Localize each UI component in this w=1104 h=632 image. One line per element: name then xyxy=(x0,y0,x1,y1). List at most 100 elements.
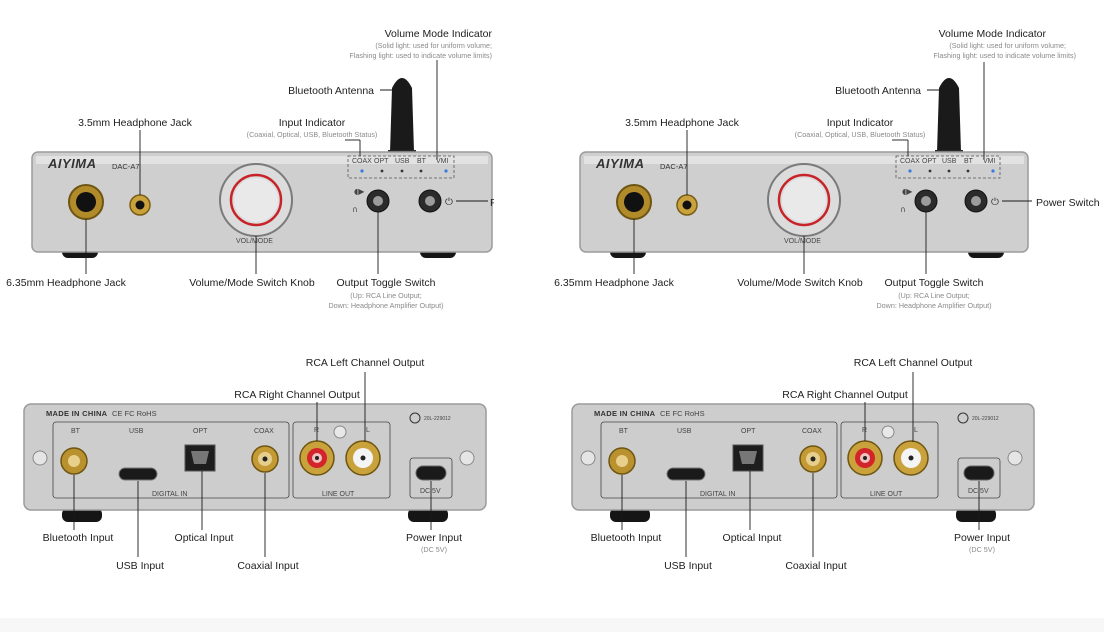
cert-marks: CE FC RoHS xyxy=(660,409,705,418)
rca-left-label: RCA Left Channel Output xyxy=(853,357,973,369)
port-label-usb: USB xyxy=(129,428,144,435)
panel-right: ◖▶ ∩ ⏻ xyxy=(552,0,1104,632)
svg-text:⏻: ⏻ xyxy=(991,197,999,208)
rca-r-engraving: R xyxy=(314,427,320,434)
toggle-desc-2: Down: Headphone Amplifier Output) xyxy=(876,301,992,310)
svg-text:⏻: ⏻ xyxy=(445,197,453,208)
device-drawing: ◖▶ ∩ ⏻ xyxy=(23,60,493,557)
indicator-vmi: VMI xyxy=(983,158,996,165)
rear-callouts xyxy=(73,372,432,557)
toggle-desc-1: (Up: RCA Line Output; xyxy=(350,291,422,300)
bluetooth-antenna-label: Bluetooth Antenna xyxy=(288,85,374,97)
indicator-bt: BT xyxy=(964,158,973,165)
dc-engraving: DC 5V xyxy=(420,488,441,495)
cert-marks: CE FC RoHS xyxy=(112,409,157,418)
dc-engraving: DC 5V xyxy=(968,488,989,495)
port-label-coax: COAX xyxy=(254,428,274,435)
indicator-vmi: VMI xyxy=(436,158,449,165)
optical-input-label: Optical Input xyxy=(174,532,234,544)
model-name: DAC-A7 xyxy=(660,162,688,171)
headphone-635-label: 6.35mm Headphone Jack xyxy=(554,277,674,289)
line-out-label: LINE OUT xyxy=(322,491,355,498)
rca-l-engraving: L xyxy=(366,427,370,434)
bluetooth-input-label: Bluetooth Input xyxy=(590,532,662,544)
power-input-desc: (DC 5V) xyxy=(969,545,995,554)
toggle-desc-1: (Up: RCA Line Output; xyxy=(898,291,970,300)
volume-mode-indicator-desc-1: (Solid light: used for uniform volume; xyxy=(949,41,1066,50)
volume-mode-indicator-desc-2: Flashing light: used to indicate volume … xyxy=(933,51,1076,60)
volume-mode-indicator-desc-1: (Solid light: used for uniform volume; xyxy=(375,41,492,50)
volume-mode-indicator-label: Volume Mode Indicator xyxy=(938,28,1046,40)
made-in-label: MADE IN CHINA xyxy=(46,409,108,418)
rca-left-label: RCA Left Channel Output xyxy=(305,357,425,369)
indicator-opt: OPT xyxy=(374,158,389,165)
bluetooth-antenna-label: Bluetooth Antenna xyxy=(835,85,921,97)
port-label-opt: OPT xyxy=(193,428,208,435)
svg-text:∩: ∩ xyxy=(352,205,358,214)
serial-label: 20L-229012 xyxy=(972,416,999,422)
power-input-label: Power Input xyxy=(405,532,463,544)
port-label-opt: OPT xyxy=(741,428,756,435)
knob-engraving: VOL/MODE xyxy=(236,238,273,245)
input-indicator-desc: (Coaxial, Optical, USB, Bluetooth Status… xyxy=(246,130,378,139)
input-indicator-label: Input Indicator xyxy=(826,117,894,129)
rca-l-engraving: L xyxy=(914,427,918,434)
indicator-usb: USB xyxy=(395,158,410,165)
volume-mode-indicator-label: Volume Mode Indicator xyxy=(384,28,492,40)
port-label-bt: BT xyxy=(71,428,80,435)
port-label-usb: USB xyxy=(677,428,692,435)
rear-unit xyxy=(23,403,487,522)
svg-text:◖▶: ◖▶ xyxy=(354,187,365,196)
input-indicator-label: Input Indicator xyxy=(278,117,346,129)
digital-in-label: DIGITAL IN xyxy=(152,491,188,498)
input-indicator-desc: (Coaxial, Optical, USB, Bluetooth Status… xyxy=(794,130,926,139)
serial-label: 20L-229012 xyxy=(424,416,451,422)
device-drawing: ◖▶ ∩ ⏻ xyxy=(571,62,1035,557)
power-input-label: Power Input xyxy=(953,532,1011,544)
panel-left: ◖▶ ∩ ⏻ xyxy=(6,28,494,572)
toggle-label: Output Toggle Switch xyxy=(336,277,436,289)
headphone-35-label: 3.5mm Headphone Jack xyxy=(78,117,192,129)
svg-text:◖▶: ◖▶ xyxy=(902,187,913,196)
rca-r-engraving: R xyxy=(862,427,868,434)
indicator-coax: COAX xyxy=(352,158,372,165)
front-callouts xyxy=(633,62,1032,274)
power-input-desc: (DC 5V) xyxy=(421,545,447,554)
usb-input-label: USB Input xyxy=(116,560,164,572)
brand-logo: AIYIMA xyxy=(596,156,645,171)
front-callouts xyxy=(85,60,488,274)
indicator-bt: BT xyxy=(417,158,426,165)
usb-input-label: USB Input xyxy=(664,560,712,572)
digital-in-label: DIGITAL IN xyxy=(700,491,736,498)
made-in-label: MADE IN CHINA xyxy=(594,409,656,418)
knob-label: Volume/Mode Switch Knob xyxy=(189,277,315,289)
coaxial-input-label: Coaxial Input xyxy=(785,560,847,572)
svg-text:∩: ∩ xyxy=(900,205,906,214)
brand-logo: AIYIMA xyxy=(48,156,97,171)
power-switch-label-clipped: Power Switch xyxy=(490,197,494,209)
bluetooth-input-label: Bluetooth Input xyxy=(42,532,114,544)
toggle-desc-2: Down: Headphone Amplifier Output) xyxy=(328,301,444,310)
line-out-label: LINE OUT xyxy=(870,491,903,498)
indicator-usb: USB xyxy=(942,158,957,165)
front-unit: ◖▶ ∩ ⏻ xyxy=(579,78,1029,258)
model-name: DAC-A7 xyxy=(112,162,140,171)
coaxial-input-label: Coaxial Input xyxy=(237,560,299,572)
port-label-coax: COAX xyxy=(802,428,822,435)
rca-right-label: RCA Right Channel Output xyxy=(234,389,360,401)
headphone-635-label: 6.35mm Headphone Jack xyxy=(6,277,126,289)
port-label-bt: BT xyxy=(619,428,628,435)
rear-callouts xyxy=(621,372,980,557)
rear-unit xyxy=(571,403,1035,522)
indicator-opt: OPT xyxy=(922,158,937,165)
headphone-35-label: 3.5mm Headphone Jack xyxy=(625,117,739,129)
power-switch-label: Power Switch xyxy=(1036,197,1100,209)
rca-right-label: RCA Right Channel Output xyxy=(782,389,908,401)
bottom-band xyxy=(0,618,1104,632)
indicator-coax: COAX xyxy=(900,158,920,165)
optical-input-label: Optical Input xyxy=(722,532,782,544)
volume-mode-indicator-desc-2: Flashing light: used to indicate volume … xyxy=(349,51,492,60)
knob-label: Volume/Mode Switch Knob xyxy=(737,277,863,289)
knob-engraving: VOL/MODE xyxy=(784,238,821,245)
